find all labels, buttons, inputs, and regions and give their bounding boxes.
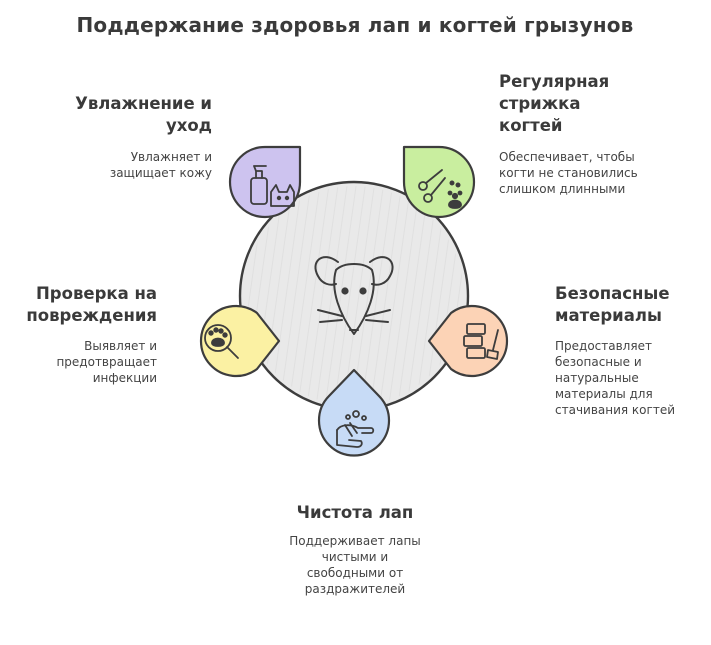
- petal-trimming: [402, 145, 476, 219]
- diagram-title: Поддержание здоровья лап и когтей грызун…: [76, 13, 634, 37]
- mouse-face-icon: [314, 256, 394, 335]
- materials-description: Предоставляет безопасные и натуральные м…: [555, 339, 675, 417]
- inspection-heading: Проверка на повреждения: [26, 284, 157, 325]
- petal-inspection: [199, 304, 281, 378]
- center-circle: [238, 180, 470, 412]
- washing-hands-icon: [336, 410, 375, 448]
- cleanliness-description: Поддерживает лапы чистыми и свободными о…: [289, 534, 421, 596]
- petal-materials: [427, 304, 509, 378]
- moisturizing-description: Увлажняет и защищает кожу: [109, 150, 212, 180]
- scissors-paw-icon: [418, 169, 463, 209]
- trimming-heading: Регулярная стрижка когтей: [499, 72, 610, 135]
- paw-magnifier-icon: [204, 324, 239, 359]
- lotion-bottle-cat-icon: [250, 165, 295, 207]
- cleanliness-heading: Чистота лап: [296, 503, 414, 522]
- blocks-brush-icon: [463, 323, 499, 360]
- moisturizing-heading: Увлажнение и уход: [75, 94, 212, 135]
- materials-heading: Безопасные материалы: [555, 284, 670, 325]
- trimming-description: Обеспечивает, чтобы когти не становились…: [499, 150, 638, 196]
- inspection-description: Выявляет и предотвращает инфекции: [56, 339, 157, 385]
